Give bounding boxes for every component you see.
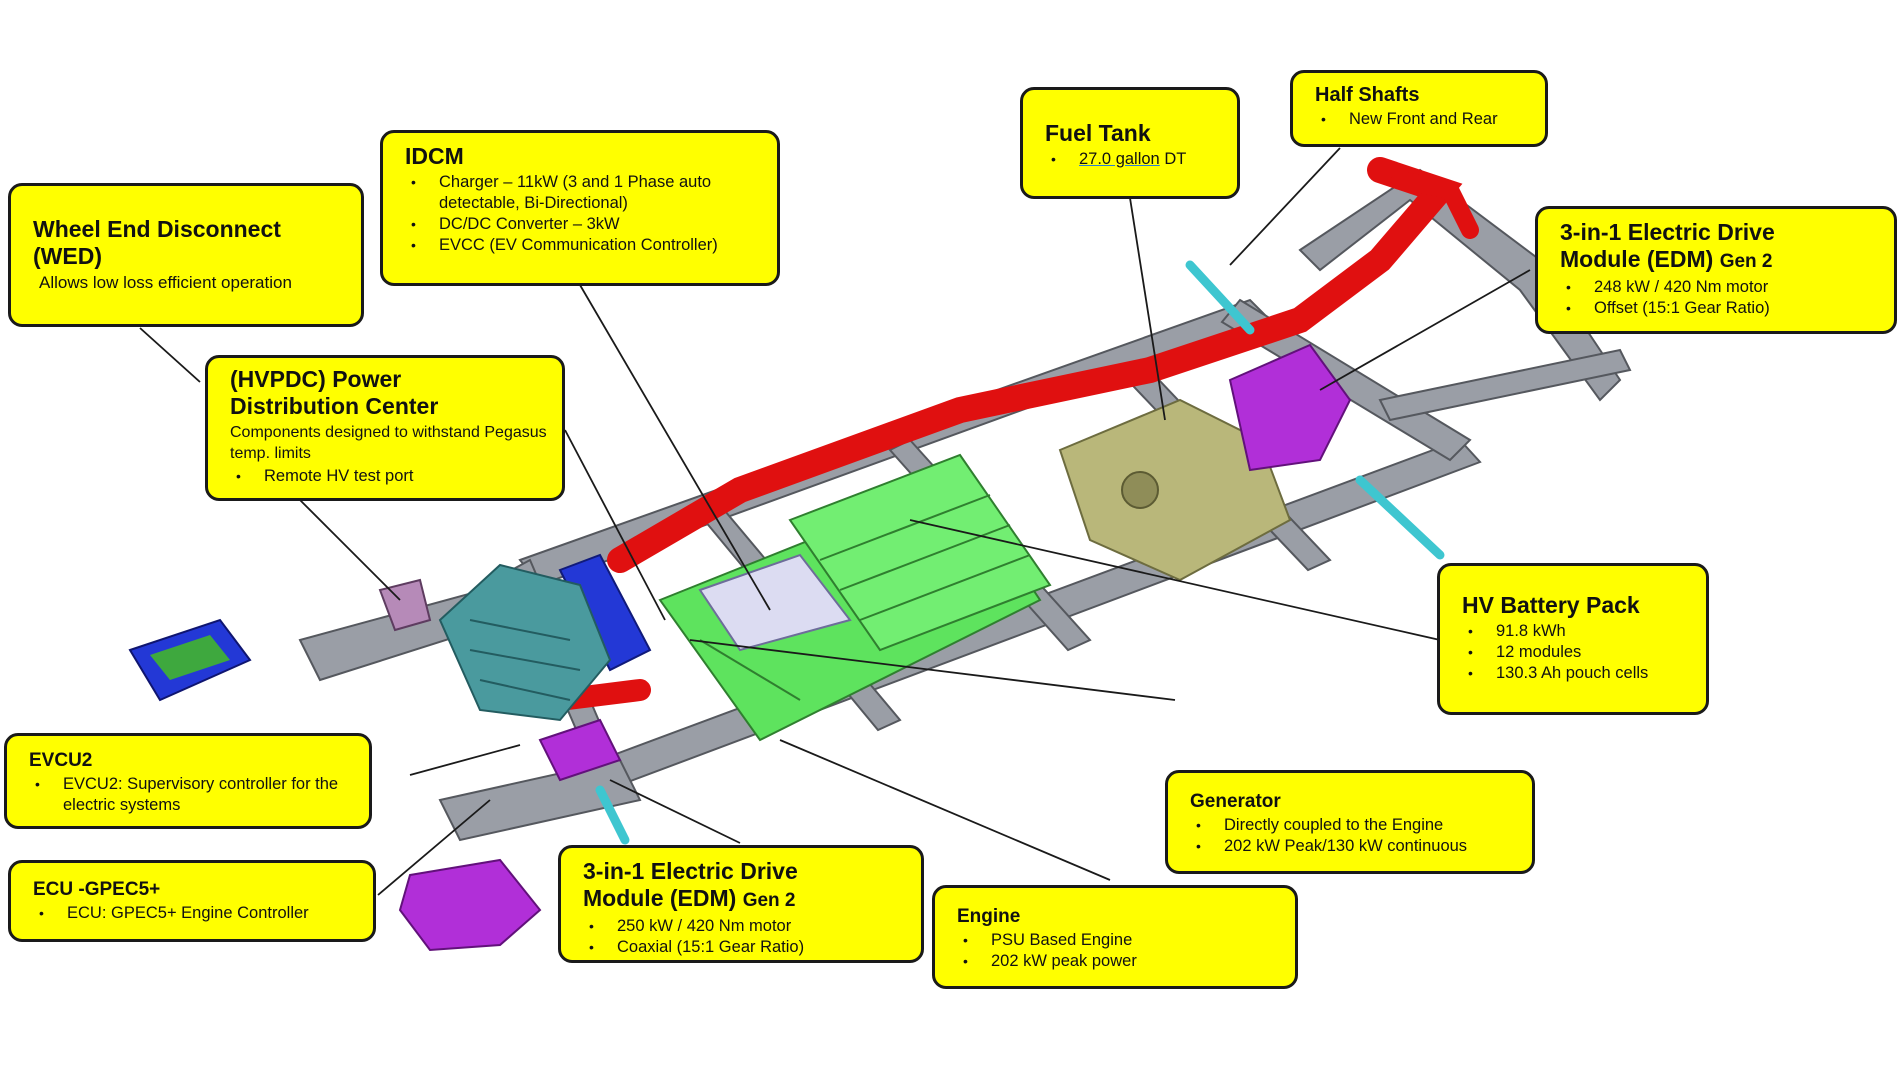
callout-item: 202 kW Peak/130 kW continuous — [1196, 836, 1518, 857]
callout-title: Fuel Tank — [1045, 120, 1151, 146]
callout-item: ECU: GPEC5+ Engine Controller — [39, 903, 359, 924]
callout-item: 250 kW / 420 Nm motor — [589, 916, 907, 937]
callout-title: Generator — [1190, 791, 1281, 812]
callout-description: Allows low loss efficient operation — [39, 273, 292, 292]
callout-fuel-tank: Fuel Tank 27.0 gallon DT — [1020, 87, 1240, 199]
ecu-shape — [128, 618, 252, 702]
callout-item: 248 kW / 420 Nm motor — [1566, 277, 1880, 298]
callout-engine: Engine PSU Based Engine 202 kW peak powe… — [932, 885, 1298, 989]
callout-item: EVCC (EV Communication Controller) — [411, 235, 763, 256]
callout-title: 3-in-1 Electric Drive Module (EDM) Gen 2 — [1560, 219, 1880, 275]
callout-idcm: IDCM Charger – 11kW (3 and 1 Phase auto … — [380, 130, 780, 286]
callout-title-text: 3-in-1 Electric Drive Module (EDM) — [583, 858, 798, 911]
callout-title-gen: Gen 2 — [1719, 251, 1773, 272]
callout-rear-edm: 3-in-1 Electric Drive Module (EDM) Gen 2… — [1535, 206, 1897, 334]
callout-item: New Front and Rear — [1321, 109, 1531, 130]
callout-item: PSU Based Engine — [963, 930, 1281, 951]
callout-item: Directly coupled to the Engine — [1196, 815, 1518, 836]
callout-generator: Generator Directly coupled to the Engine… — [1165, 770, 1535, 874]
idcm-shape — [698, 553, 852, 652]
half-shafts-shape — [595, 260, 1445, 845]
callout-item: EVCU2: Supervisory controller for the el… — [35, 774, 355, 816]
leader-lines — [139, 147, 1531, 896]
callout-title-gen: Gen 2 — [742, 890, 796, 911]
callout-hv-battery-pack: HV Battery Pack 91.8 kWh 12 modules 130.… — [1437, 563, 1709, 715]
callout-hvpdc: (HVPDC) Power Distribution Center Compon… — [205, 355, 565, 501]
callout-evcu2: EVCU2 EVCU2: Supervisory controller for … — [4, 733, 372, 829]
callout-item: 91.8 kWh — [1468, 621, 1692, 642]
callout-item: 27.0 gallon DT — [1051, 149, 1223, 170]
callout-item: Remote HV test port — [236, 466, 548, 487]
callout-item: Coaxial (15:1 Gear Ratio) — [589, 937, 907, 958]
callout-item: Charger – 11kW (3 and 1 Phase auto detec… — [411, 172, 763, 214]
fuel-type: DT — [1159, 150, 1187, 168]
callout-title: Engine — [957, 906, 1021, 927]
battery-pack-shape — [658, 453, 1052, 742]
front-edm-shape — [538, 718, 622, 782]
callout-title: Wheel End Disconnect (WED) — [33, 216, 281, 269]
callout-item: 130.3 Ah pouch cells — [1468, 663, 1692, 684]
loose-edm-shape — [398, 858, 542, 952]
callout-title: EVCU2 — [29, 750, 93, 771]
engine-shape — [438, 563, 612, 722]
callout-item: DC/DC Converter – 3kW — [411, 214, 763, 235]
callout-title: (HVPDC) Power Distribution Center — [230, 366, 439, 419]
callout-title-text: 3-in-1 Electric Drive Module (EDM) — [1560, 219, 1775, 272]
callout-item: 202 kW peak power — [963, 951, 1281, 972]
callout-wheel-end-disconnect: Wheel End Disconnect (WED) Allows low lo… — [8, 183, 364, 327]
callout-description: Components designed to withstand Pegasus… — [230, 424, 547, 462]
fuel-tank-shape — [1058, 398, 1292, 582]
callout-item: 12 modules — [1468, 642, 1692, 663]
callout-front-edm: 3-in-1 Electric Drive Module (EDM) Gen 2… — [558, 845, 924, 963]
callout-title: ECU -GPEC5+ — [33, 879, 161, 900]
callout-title: HV Battery Pack — [1462, 592, 1640, 618]
callout-title: Half Shafts — [1315, 84, 1420, 106]
fuel-capacity: 27.0 gallon — [1079, 150, 1160, 168]
rear-edm-shape — [1228, 343, 1352, 472]
callout-item: Offset (15:1 Gear Ratio) — [1566, 298, 1880, 319]
callout-ecu-gpec5: ECU -GPEC5+ ECU: GPEC5+ Engine Controlle… — [8, 860, 376, 942]
callout-title: 3-in-1 Electric Drive Module (EDM) Gen 2 — [583, 858, 907, 914]
callout-title: IDCM — [405, 143, 464, 169]
callout-half-shafts: Half Shafts New Front and Rear — [1290, 70, 1548, 147]
